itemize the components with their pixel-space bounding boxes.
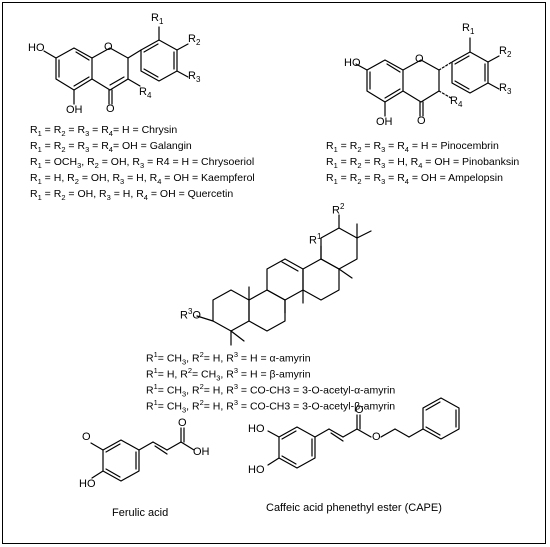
ferulic-acid-oh-label: OH (193, 446, 210, 458)
flavanone-r2-label: R2 (499, 45, 512, 60)
amyrin-caption-acetyl-alpha: R1= CH3, R2= H, R3 = CO-CH3 = 3-O-acetyl… (146, 382, 396, 399)
flavanone-caption-pinocembrin: R1 = R2 = R3 = R4 = H = Pinocembrin (326, 140, 499, 155)
flavanone-r4-label: R4 (450, 95, 463, 110)
flavanone-5-oh-label: OH (376, 116, 393, 128)
flavone-caption-kaempferol: R1 = H, R2 = OH, R3 = H, R4 = OH = Kaemp… (30, 172, 255, 187)
cape-label: Caffeic acid phenethyl ester (CAPE) (266, 502, 442, 514)
amyrin-r3-o-label: R3O (180, 307, 201, 322)
cape-oh-lower-label: HO (248, 464, 265, 476)
flavone-r3-label: R3 (188, 70, 201, 85)
flavanone-r1-label: R1 (462, 22, 475, 37)
flavone-caption-galangin: R1 = R2 = R3 = R4= OH = Galangin (30, 140, 192, 155)
amyrin-r1-label: R1 (309, 232, 322, 247)
flavanone-r3-label: R3 (499, 82, 512, 97)
ferulic-oh-label: HO (79, 478, 96, 490)
flavone-r1-label: R1 (151, 12, 164, 27)
flavone-carbonyl-o-label: O (106, 103, 115, 115)
cape-carbonyl-o-label: O (355, 404, 364, 416)
flavone-caption-chrysoeriol: R1 = OCH3, R2 = OH, R3 = R4 = H = Chryso… (30, 156, 255, 171)
ferulic-methoxy-o-label: O (82, 431, 91, 443)
amyrin-caption-alpha: R1= CH3, R2= H, R3 = H = α-amyrin (146, 350, 311, 367)
flavanone-carbonyl-o-label: O (417, 115, 426, 127)
flavanone-structure (355, 37, 500, 117)
ferulic-carbonyl-o-label: O (178, 417, 187, 429)
flavone-7-oh-label: HO (28, 42, 45, 54)
flavanone-caption-ampelopsin: R1 = R2 = R3 = R4 = OH = Ampelopsin (326, 172, 503, 187)
flavone-5-oh-label: OH (66, 104, 83, 116)
cape-ester-o-label: O (372, 431, 381, 443)
ferulic-acid-label: Ferulic acid (112, 507, 169, 519)
flavone-caption-chrysin: R1 = R2 = R3 = R4= H = Chrysin (30, 124, 178, 139)
flavone-caption-quercetin: R1 = R2 = OH, R3 = H, R4 = OH = Querceti… (30, 188, 234, 203)
flavone-r2-label: R2 (188, 33, 201, 48)
flavanone-ring-o-label: O (415, 53, 424, 65)
amyrin-r2-label: R2 (332, 202, 345, 217)
amyrin-structure (196, 214, 372, 346)
flavone-structure (43, 26, 189, 105)
amyrin-caption-acetyl-beta: R1= CH3, R2= H, R3 = CO-CH3 = 3-O-acetyl… (146, 398, 396, 415)
cape-oh-upper-label: HO (248, 423, 265, 435)
ferulic-acid-structure (90, 427, 195, 482)
amyrin-caption-beta: R1= H, R2= CH3, R3 = H = β-amyrin (146, 366, 311, 383)
cape-structure (267, 397, 460, 469)
flavone-r4-label: R4 (139, 86, 152, 101)
flavanone-caption-pinobanksin: R1 = R2 = R3 = H, R4 = OH = Pinobanksin (326, 156, 520, 171)
flavanone-7-oh-label: HO (344, 57, 361, 69)
flavone-ring-o-label: O (104, 41, 113, 53)
